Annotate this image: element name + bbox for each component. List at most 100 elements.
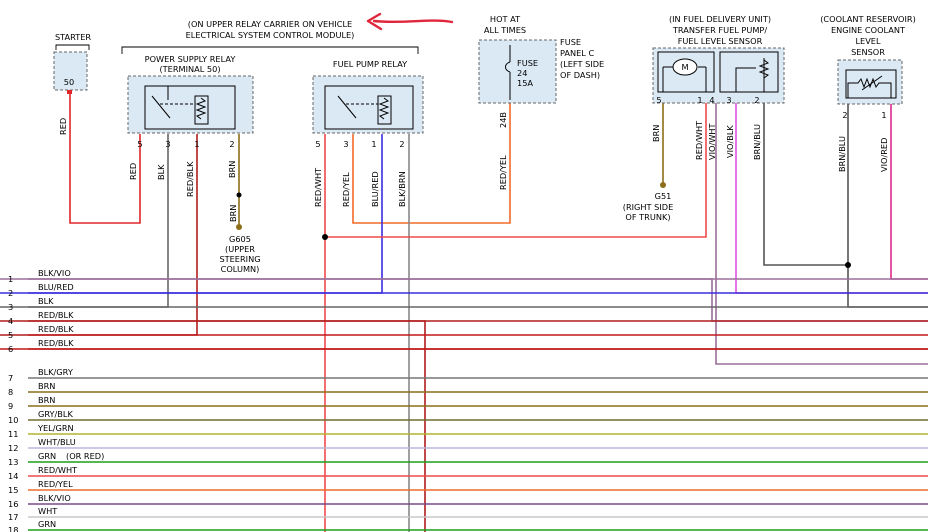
bus-note: (OR RED)	[66, 451, 104, 461]
g51-label-2: (RIGHT SIDE	[623, 202, 674, 212]
bus-number: 7	[8, 373, 13, 383]
bus-label: RED/BLK	[38, 310, 74, 320]
psr-wire-redblk: RED/BLK	[185, 161, 195, 197]
wire-coolant-viored	[890, 104, 928, 280]
pump-wire-viowht: VIO/WHT	[707, 123, 717, 160]
bus-label: WHT/BLU	[38, 437, 76, 447]
bus-number: 14	[8, 471, 18, 481]
fuse-name-3: 15A	[517, 78, 533, 88]
coolant-wire-brnblu: BRN/BLU	[837, 136, 847, 172]
bus-number: 11	[8, 429, 18, 439]
psr-pin-3: 3	[165, 139, 170, 149]
fuse-panel-3: (LEFT SIDE	[560, 59, 604, 69]
fpr-pin-1: 1	[371, 139, 376, 149]
bus-label: BLK/VIO	[38, 493, 71, 503]
pump-pin-2: 2	[754, 95, 759, 105]
bus-number: 8	[8, 387, 13, 397]
bus-label: GRN	[38, 519, 56, 529]
bus-label: BLU/RED	[38, 282, 74, 292]
fpr-relay-symbol	[324, 85, 414, 130]
bus-label: BLK	[38, 296, 54, 306]
bus-number: 16	[8, 499, 18, 509]
fuse-name-1: FUSE	[517, 58, 538, 68]
wire-psr-blk	[0, 134, 169, 308]
coolant-level-sensor: (COOLANT RESERVOIR) ENGINE COOLANT LEVEL…	[820, 14, 916, 172]
pump-wire-brn: BRN	[651, 125, 661, 142]
psr-relay-symbol	[144, 85, 236, 130]
bus-label: RED/BLK	[38, 338, 74, 348]
bus-number: 10	[8, 415, 18, 425]
pump-motor-label: M	[681, 62, 688, 72]
pump-pin-3: 3	[726, 95, 731, 105]
pump-pin-1: 1	[697, 95, 702, 105]
pump-wire-vioblk: VIO/BLK	[725, 125, 735, 158]
fpr-pin-3: 3	[343, 139, 348, 149]
carrier-note-line1: (ON UPPER RELAY CARRIER ON VEHICLE	[188, 19, 352, 29]
bus-label: GRN	[38, 451, 56, 461]
bus-lines	[28, 278, 928, 531]
pump-pin-4: 4	[709, 95, 714, 105]
bus-number: 2	[8, 288, 13, 298]
psr-wire-blk: BLK	[156, 164, 166, 180]
bus-label: BLK/VIO	[38, 268, 71, 278]
bus-number: 17	[8, 512, 18, 522]
pump-pin-5: 5	[656, 95, 661, 105]
wires	[0, 93, 928, 532]
wire-starter-red	[69, 93, 141, 224]
bus-label: RED/BLK	[38, 324, 74, 334]
wire-bus-tie-blkvio	[0, 278, 928, 322]
pump-title-3: FUEL LEVEL SENSOR	[678, 36, 763, 46]
pump-wire-brnblu: BRN/BLU	[752, 124, 762, 160]
pump-title-1: (IN FUEL DELIVERY UNIT)	[669, 14, 771, 24]
g605-label-1: G605	[229, 234, 251, 244]
coolant-title-4: SENSOR	[851, 47, 885, 57]
pump-wire-redwht: RED/WHT	[694, 120, 704, 160]
fpr-wire-blkbrn: BLK/BRN	[397, 171, 407, 207]
fpr-wire-redyel: RED/YEL	[341, 172, 351, 207]
g51-label-3: OF TRUNK)	[625, 212, 670, 222]
transfer-fuel-pump: (IN FUEL DELIVERY UNIT) TRANSFER FUEL PU…	[651, 14, 851, 268]
annotation-arrow-icon	[366, 12, 454, 31]
psr-wire-brn: BRN	[227, 161, 237, 178]
g605-wire: BRN	[228, 205, 238, 222]
bus-label: RED/YEL	[38, 479, 73, 489]
psr-wire-red: RED	[128, 163, 138, 180]
g51-label-1: G51	[655, 191, 672, 201]
fpr-pin-2: 2	[399, 139, 404, 149]
ground-g51: G51 (RIGHT SIDE OF TRUNK)	[623, 182, 674, 222]
wire-coolant-brnblu	[847, 104, 928, 308]
bus-number: 5	[8, 330, 13, 340]
relay-carrier-note: (ON UPPER RELAY CARRIER ON VEHICLE ELECT…	[121, 12, 454, 54]
starter: STARTER 50 RED	[53, 32, 91, 135]
starter-wire-label: RED	[58, 118, 68, 135]
wire-fpr-redyel	[352, 103, 511, 224]
fuse-panel-4: OF DASH)	[560, 70, 600, 80]
bus-label: BRN	[38, 395, 55, 405]
coolant-title-2: ENGINE COOLANT	[831, 25, 906, 35]
pump-title-2: TRANSFER FUEL PUMP/	[672, 25, 767, 35]
bus-label: BLK/GRY	[38, 367, 74, 377]
fuse-panel-2: PANEL C	[560, 48, 594, 58]
fpr-wire-redwht: RED/WHT	[313, 167, 323, 207]
bus-number: 6	[8, 344, 13, 354]
wire-pump-brnblu	[763, 103, 848, 266]
bus-number: 15	[8, 485, 18, 495]
fuel-pump-relay: FUEL PUMP RELAY 5 3 1 2 RED/WHT RED/YEL …	[312, 59, 424, 240]
psr-title-2: (TERMINAL 50)	[159, 64, 220, 74]
g605-label-3: STEERING	[219, 254, 260, 264]
bus-number: 9	[8, 401, 13, 411]
psr-title-1: POWER SUPPLY RELAY	[145, 54, 237, 64]
bus-label: YEL/GRN	[37, 423, 74, 433]
bus-number: 1	[8, 274, 13, 284]
bus-label: GRY/BLK	[38, 409, 73, 419]
coolant-sensor-symbol	[845, 69, 897, 99]
g605-label-4: COLUMN)	[221, 264, 260, 274]
wire-pump-viowht	[715, 103, 928, 365]
coolant-pin-1: 1	[881, 110, 886, 120]
psr-pin-5: 5	[137, 139, 142, 149]
motor-icon	[672, 58, 698, 76]
bus-number: 3	[8, 302, 13, 312]
fpr-title: FUEL PUMP RELAY	[333, 59, 408, 69]
fuse-pin: 24B	[498, 112, 508, 128]
ground-g605: BRN G605 (UPPER STEERING COLUMN)	[219, 192, 261, 274]
